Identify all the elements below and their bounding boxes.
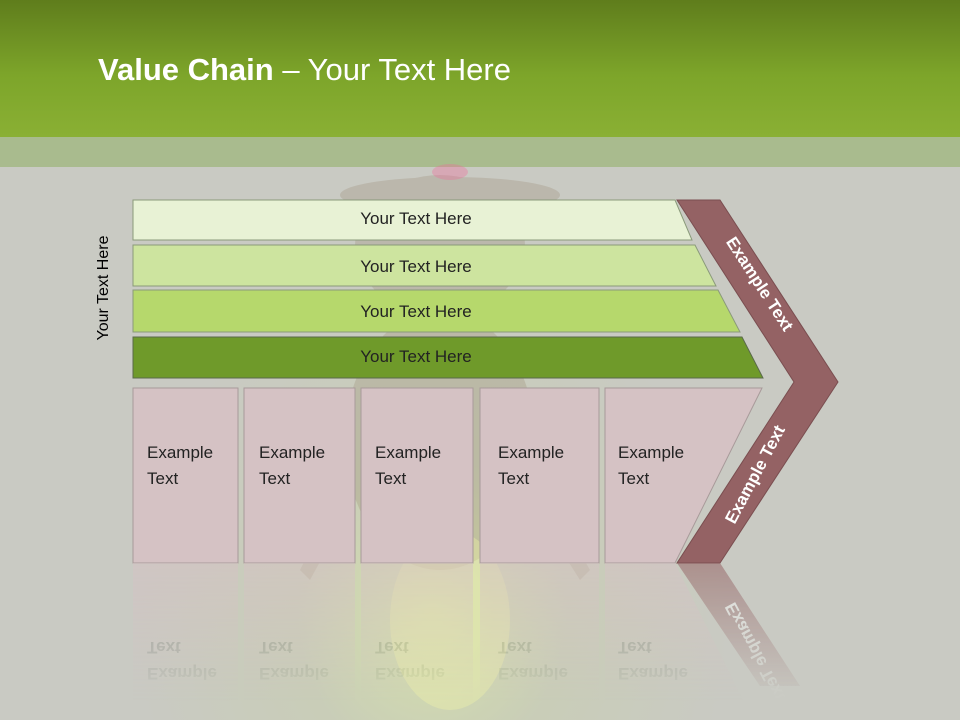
title-rest: – Your Text Here bbox=[273, 52, 511, 87]
box-5-line1: Example bbox=[618, 443, 684, 462]
reflection-box-1-line1: Example bbox=[147, 664, 217, 683]
reflection-box-1-line2: Text bbox=[147, 638, 181, 657]
row-3-label: Your Text Here bbox=[360, 302, 472, 321]
box-1-line1: Example bbox=[147, 443, 213, 462]
box-1-line2: Text bbox=[147, 469, 178, 488]
box-4-line1: Example bbox=[498, 443, 564, 462]
box-3-line2: Text bbox=[375, 469, 406, 488]
reflection-box-5-line2: Text bbox=[618, 638, 652, 657]
title-bold: Value Chain bbox=[98, 52, 274, 87]
row-1: Your Text Here bbox=[132, 199, 693, 241]
reflection-box-4-line1: Example bbox=[498, 664, 568, 683]
box-2-line2: Text bbox=[259, 469, 290, 488]
reflection-box-4-line2: Text bbox=[498, 638, 532, 657]
reflection-box-2-line2: Text bbox=[259, 638, 293, 657]
box-1-shape bbox=[132, 387, 239, 564]
header-bar bbox=[0, 0, 960, 137]
reflection-box-2-line1: Example bbox=[259, 664, 329, 683]
box-2: Example Text bbox=[243, 387, 356, 564]
box-4-shape bbox=[479, 387, 600, 564]
row-4-label: Your Text Here bbox=[360, 347, 472, 366]
box-1: Example Text bbox=[132, 387, 239, 564]
box-3-line1: Example bbox=[375, 443, 441, 462]
reflection-box-3-line1: Example bbox=[375, 664, 445, 683]
row-3-shape bbox=[132, 289, 741, 333]
reflection-box-3-line2: Text bbox=[375, 638, 409, 657]
box-4-line2: Text bbox=[498, 469, 529, 488]
reflection: Example Text Example Text Example Text E… bbox=[133, 563, 800, 720]
box-3: Example Text bbox=[360, 387, 474, 564]
row-2-shape bbox=[132, 244, 717, 287]
row-1-shape bbox=[132, 199, 693, 241]
row-2: Your Text Here bbox=[132, 244, 717, 287]
header-band bbox=[0, 137, 960, 167]
box-3-shape bbox=[360, 387, 474, 564]
box-2-line1: Example bbox=[259, 443, 325, 462]
row-4-shape bbox=[132, 336, 764, 379]
row-1-label: Your Text Here bbox=[360, 209, 472, 228]
row-2-label: Your Text Here bbox=[360, 257, 472, 276]
slide-title: Value Chain – Your Text Here bbox=[98, 52, 511, 88]
box-4: Example Text bbox=[479, 387, 600, 564]
row-3: Your Text Here bbox=[132, 289, 741, 333]
box-5-line2: Text bbox=[618, 469, 649, 488]
row-4: Your Text Here bbox=[132, 336, 764, 379]
box-2-shape bbox=[243, 387, 356, 564]
reflection-box-5-line1: Example bbox=[618, 664, 688, 683]
